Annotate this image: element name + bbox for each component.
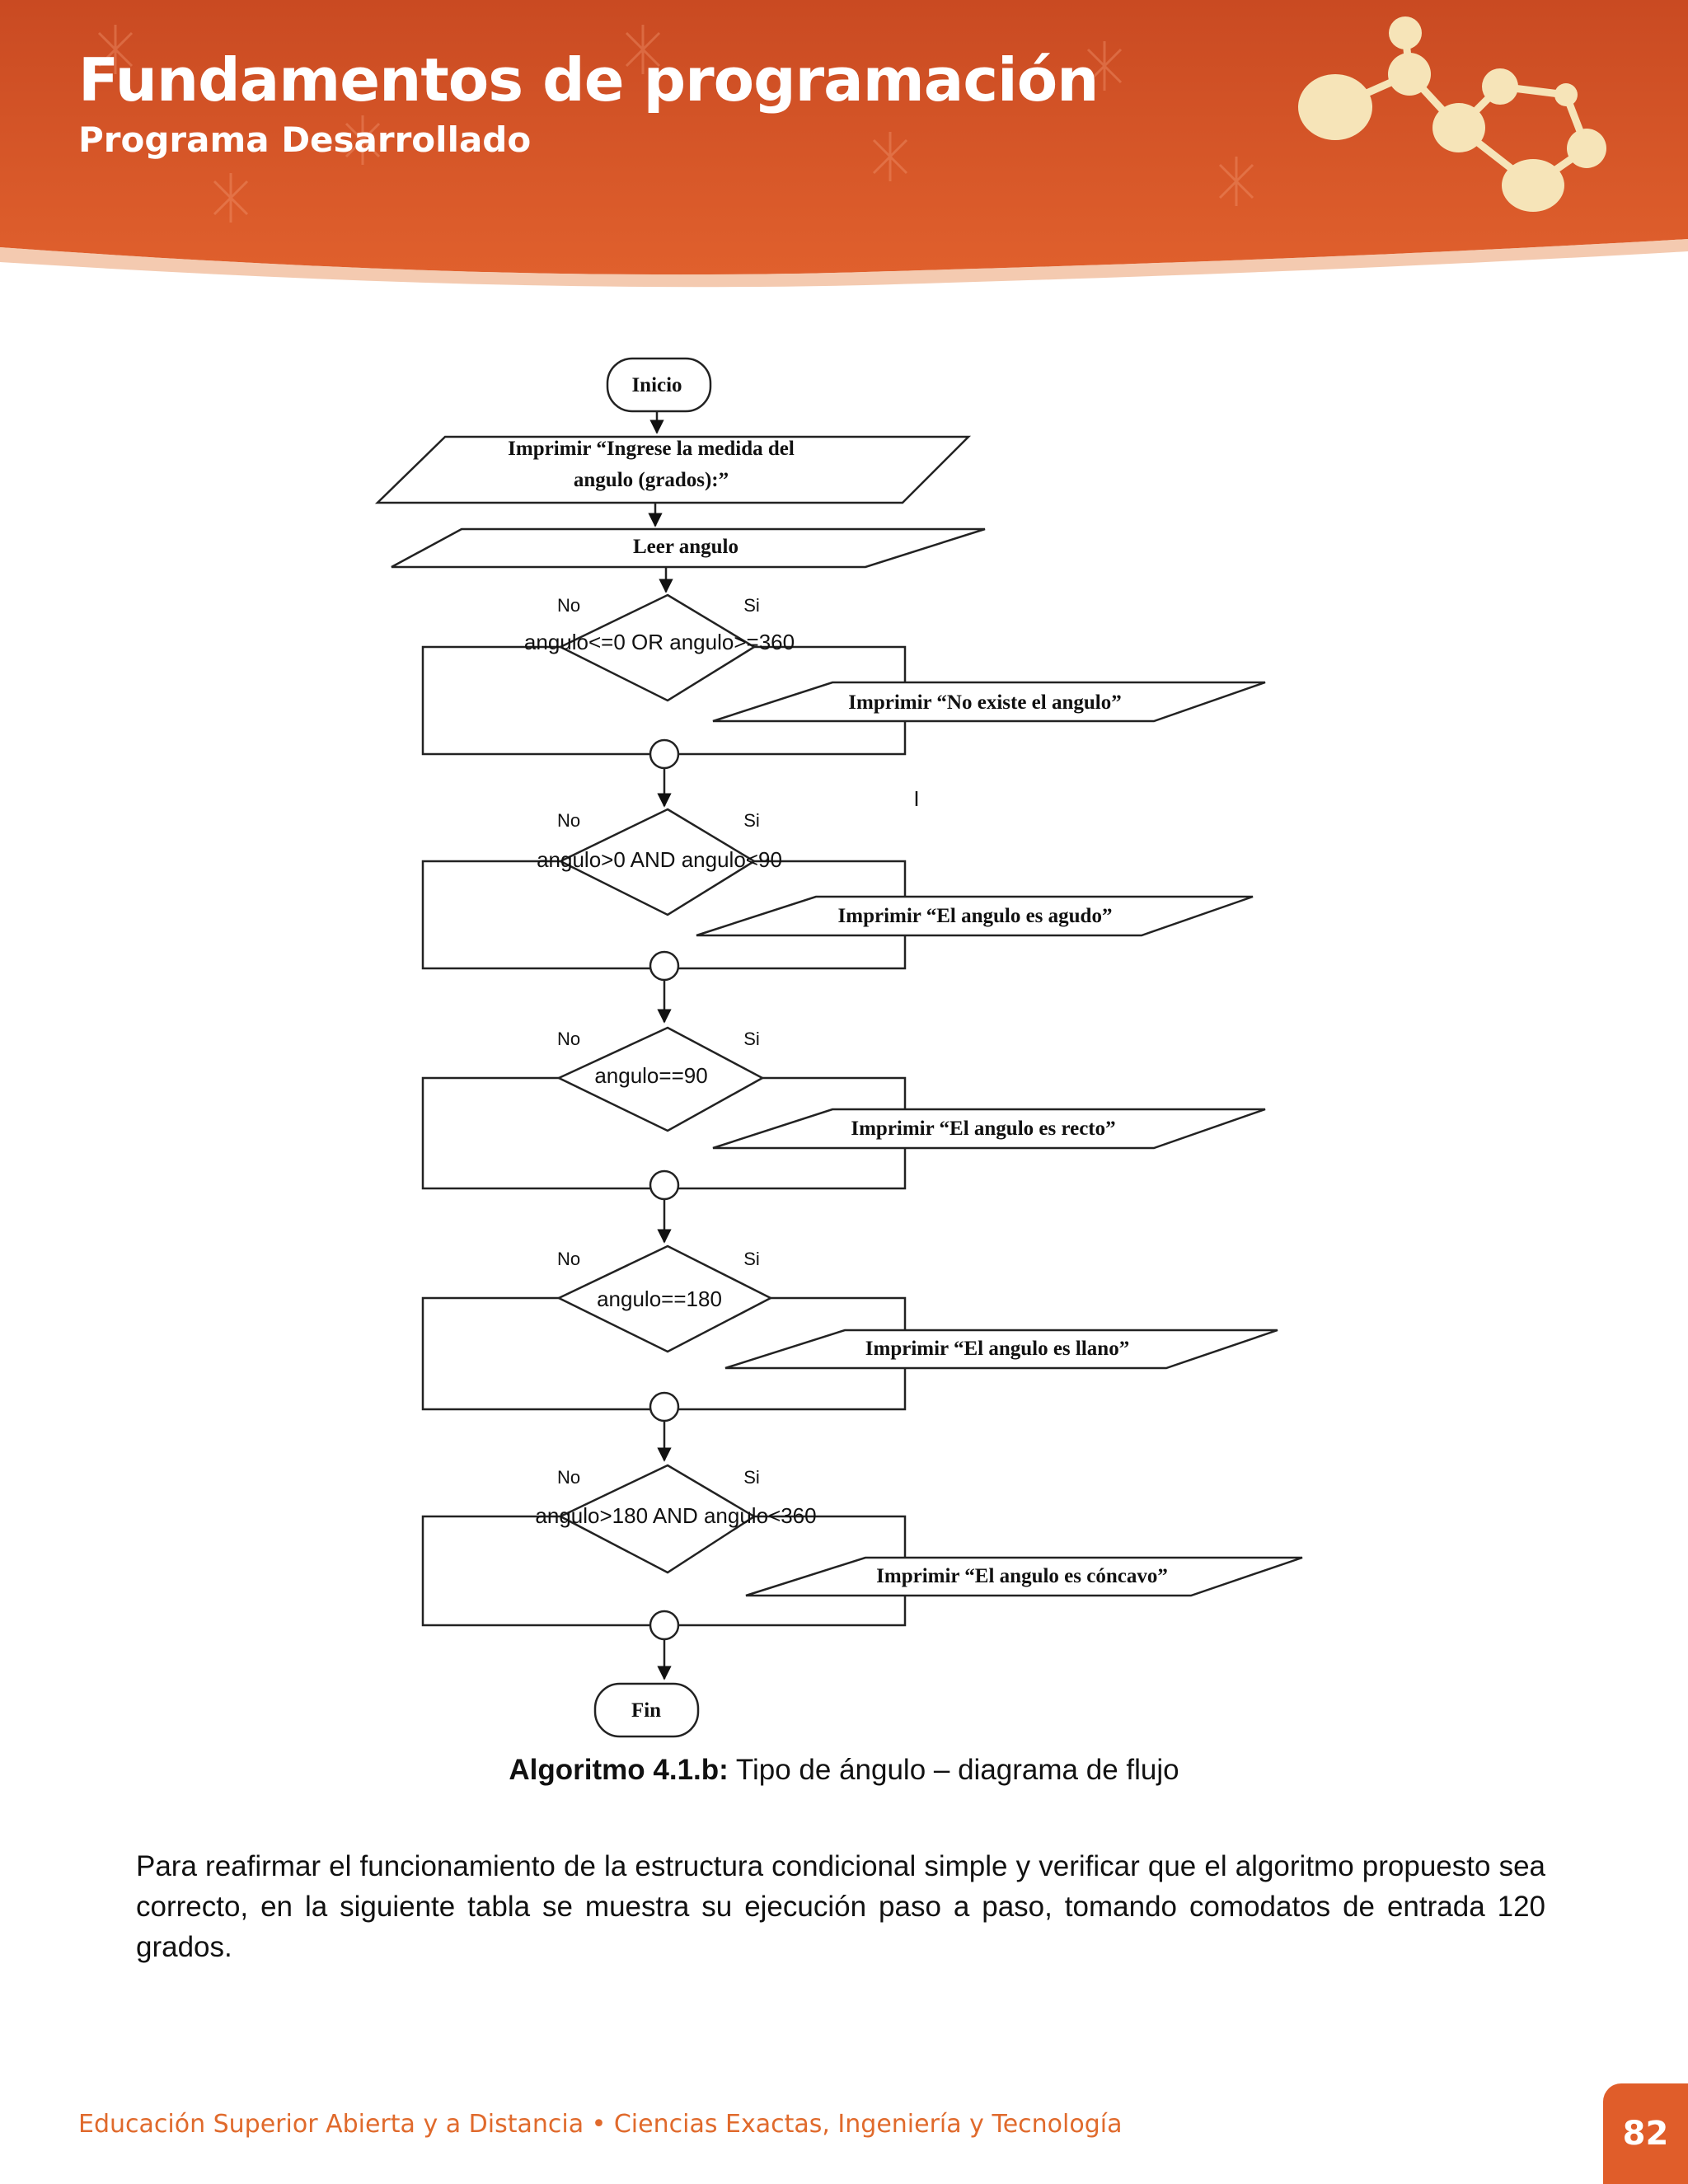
print-output-5: Imprimir “El angulo es cóncavo” [876,1565,1168,1587]
decision-diamond [558,1464,757,1574]
decision-condition-4: angulo==180 [597,1286,722,1311]
decision-condition-2: angulo>0 AND angulo<90 [537,847,782,872]
decision-condition-3: angulo==90 [594,1063,707,1088]
connector-node [649,1169,680,1201]
print-prompt-line-1: Imprimir “Ingrese la medida del [508,438,795,460]
print-output-2: Imprimir “El angulo es agudo” [838,905,1113,927]
read-label: Leer angulo [633,536,738,558]
print-prompt-shape [374,435,972,504]
branch-no-label: No [557,1029,580,1049]
branch-no-label: No [557,1249,580,1269]
end-label: Fin [631,1699,661,1722]
footer-text: Educación Superior Abierta y a Distancia… [78,2110,1123,2139]
branch-si-label: Si [743,595,760,616]
branch-si-label: Si [743,810,760,831]
connector-node [649,1391,680,1422]
decision-diamond [556,1026,765,1132]
caption-text: Tipo de ángulo – diagrama de flujo [728,1754,1179,1786]
document-subtitle: Programa Desarrollado [78,120,532,160]
connector-node [649,950,680,982]
read-input-shape [391,527,986,569]
page-header: Fundamentos de programación Programa Des… [0,0,1688,288]
connector-node [649,738,680,770]
caption-lead: Algoritmo 4.1.b: [509,1754,729,1786]
connector-node [649,1610,680,1641]
branch-si-label: Si [743,1467,760,1488]
print-output-shape [724,1329,1278,1370]
decision-diamond [558,593,757,702]
branch-no-label: No [557,810,580,831]
header-banner [0,0,1688,288]
end-terminal [593,1682,700,1738]
print-output-3: Imprimir “El angulo es recto” [851,1118,1115,1140]
decision-diamond [556,1244,773,1353]
start-terminal [606,357,712,413]
figure-caption: Algoritmo 4.1.b: Tipo de ángulo – diagra… [0,1754,1688,1787]
body-paragraph: Para reafirmar el funcionamiento de la e… [136,1850,1545,1963]
molecule-icon [1298,16,1606,212]
stray-mark: I [913,786,919,811]
branch-si-label: Si [743,1029,760,1049]
document-title: Fundamentos de programación [78,45,1099,115]
decision-condition-1: angulo<=0 OR angulo>=360 [524,630,795,654]
page-number: 82 [1622,2115,1669,2153]
print-output-shape [712,681,1266,723]
print-output-shape [745,1556,1303,1597]
branch-si-label: Si [743,1249,760,1269]
start-label: Inicio [631,374,682,396]
flowchart-diagram: Inicio Imprimir “Ingrese la medida del a… [374,357,1303,1738]
decision-diamond [558,808,757,916]
print-output-shape [696,895,1254,937]
page-number-tab: 82 [1603,2083,1688,2184]
branch-no-label: No [557,1467,580,1488]
decision-condition-5: angulo>180 AND angulo<360 [535,1503,816,1528]
print-output-4: Imprimir “El angulo es llano” [865,1338,1129,1360]
print-prompt-line-2: angulo (grados):” [574,469,729,491]
branch-no-label: No [557,595,580,616]
print-output-shape [712,1108,1266,1150]
print-output-1: Imprimir “No existe el angulo” [848,691,1121,714]
